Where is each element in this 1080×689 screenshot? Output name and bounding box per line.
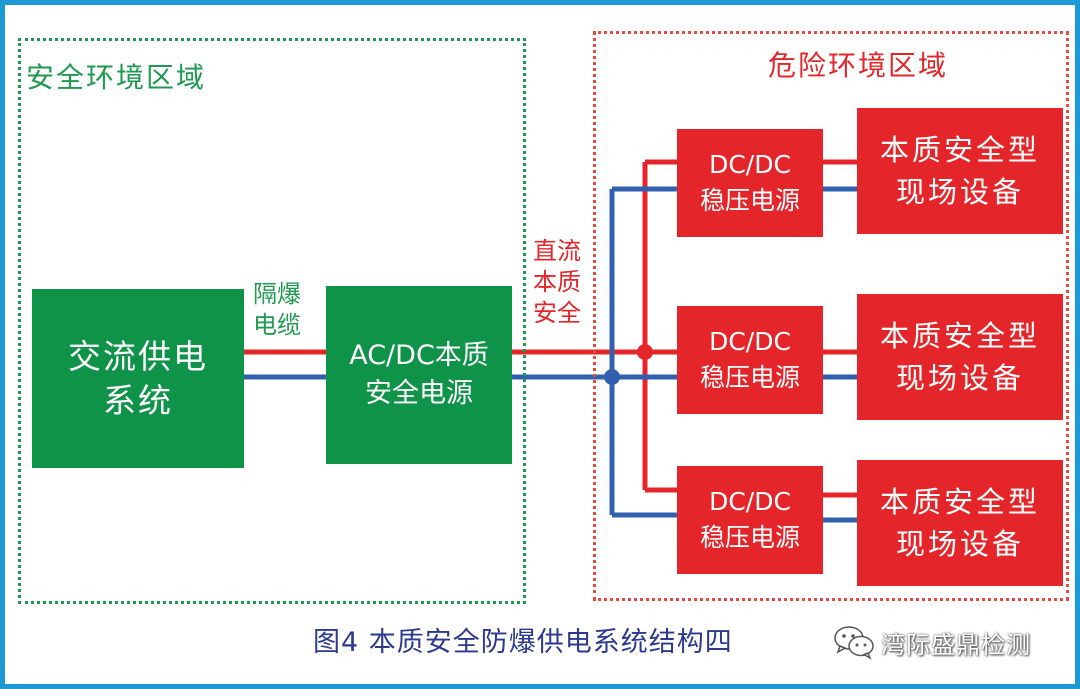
danger-zone-title: 危险环境区域 <box>768 49 949 82</box>
device-3-label-line-2: 现场设备 <box>895 527 1024 561</box>
dc-label-line-2: 本质 <box>533 268 581 296</box>
acdc-power-box: AC/DC本质 安全电源 <box>326 286 512 464</box>
ac-supply-label-line-2: 系统 <box>103 380 173 420</box>
device-2-label-line-1: 本质安全型 <box>879 319 1040 353</box>
dc-intrinsic-safety-label: 直流 本质 安全 <box>533 236 581 329</box>
field-device-box-1: 本质安全型 现场设备 <box>857 108 1063 234</box>
cable-label-line-1: 隔爆 <box>253 280 301 308</box>
figure-caption: 图4 本质安全防爆供电系统结构四 <box>313 627 733 658</box>
dcdc-regulator-box-2: DC/DC 稳压电源 <box>677 306 823 414</box>
blue-junction-dot <box>604 369 620 385</box>
ac-power-supply-box: 交流供电 系统 <box>32 289 244 468</box>
device-2-label-line-2: 现场设备 <box>895 361 1024 395</box>
explosion-proof-cable-label: 隔爆 电缆 <box>253 279 301 341</box>
acdc-label-line-1: AC/DC本质 <box>349 340 489 371</box>
device-1-label-line-2: 现场设备 <box>895 175 1024 209</box>
dc-label-line-1: 直流 <box>533 237 581 265</box>
device-3-label-line-1: 本质安全型 <box>879 485 1040 519</box>
dcdc-3-label-line-1: DC/DC <box>709 487 791 516</box>
dcdc-1-label-line-1: DC/DC <box>709 150 791 179</box>
device-1-label-line-1: 本质安全型 <box>879 133 1040 167</box>
field-device-box-2: 本质安全型 现场设备 <box>857 294 1063 420</box>
dcdc-1-label-line-2: 稳压电源 <box>699 186 800 215</box>
watermark: 湾际盛鼎检测 <box>833 622 1031 662</box>
dcdc-regulator-box-3: DC/DC 稳压电源 <box>677 466 823 574</box>
watermark-text: 湾际盛鼎检测 <box>881 630 1031 659</box>
danger-zone-border <box>593 31 1069 601</box>
safe-zone-border <box>18 38 526 604</box>
cable-label-line-2: 电缆 <box>253 311 301 339</box>
ac-supply-label-line-1: 交流供电 <box>68 336 208 376</box>
dcdc-regulator-box-1: DC/DC 稳压电源 <box>677 129 823 237</box>
wechat-icon <box>834 626 874 660</box>
red-junction-dot <box>637 344 653 360</box>
dcdc-2-label-line-2: 稳压电源 <box>699 363 800 392</box>
dc-label-line-3: 安全 <box>533 299 581 327</box>
field-device-box-3: 本质安全型 现场设备 <box>857 460 1063 586</box>
dcdc-3-label-line-2: 稳压电源 <box>699 523 800 552</box>
acdc-label-line-2: 安全电源 <box>365 378 473 409</box>
dcdc-2-label-line-1: DC/DC <box>709 327 791 356</box>
safe-zone-title: 安全环境区域 <box>26 61 207 94</box>
